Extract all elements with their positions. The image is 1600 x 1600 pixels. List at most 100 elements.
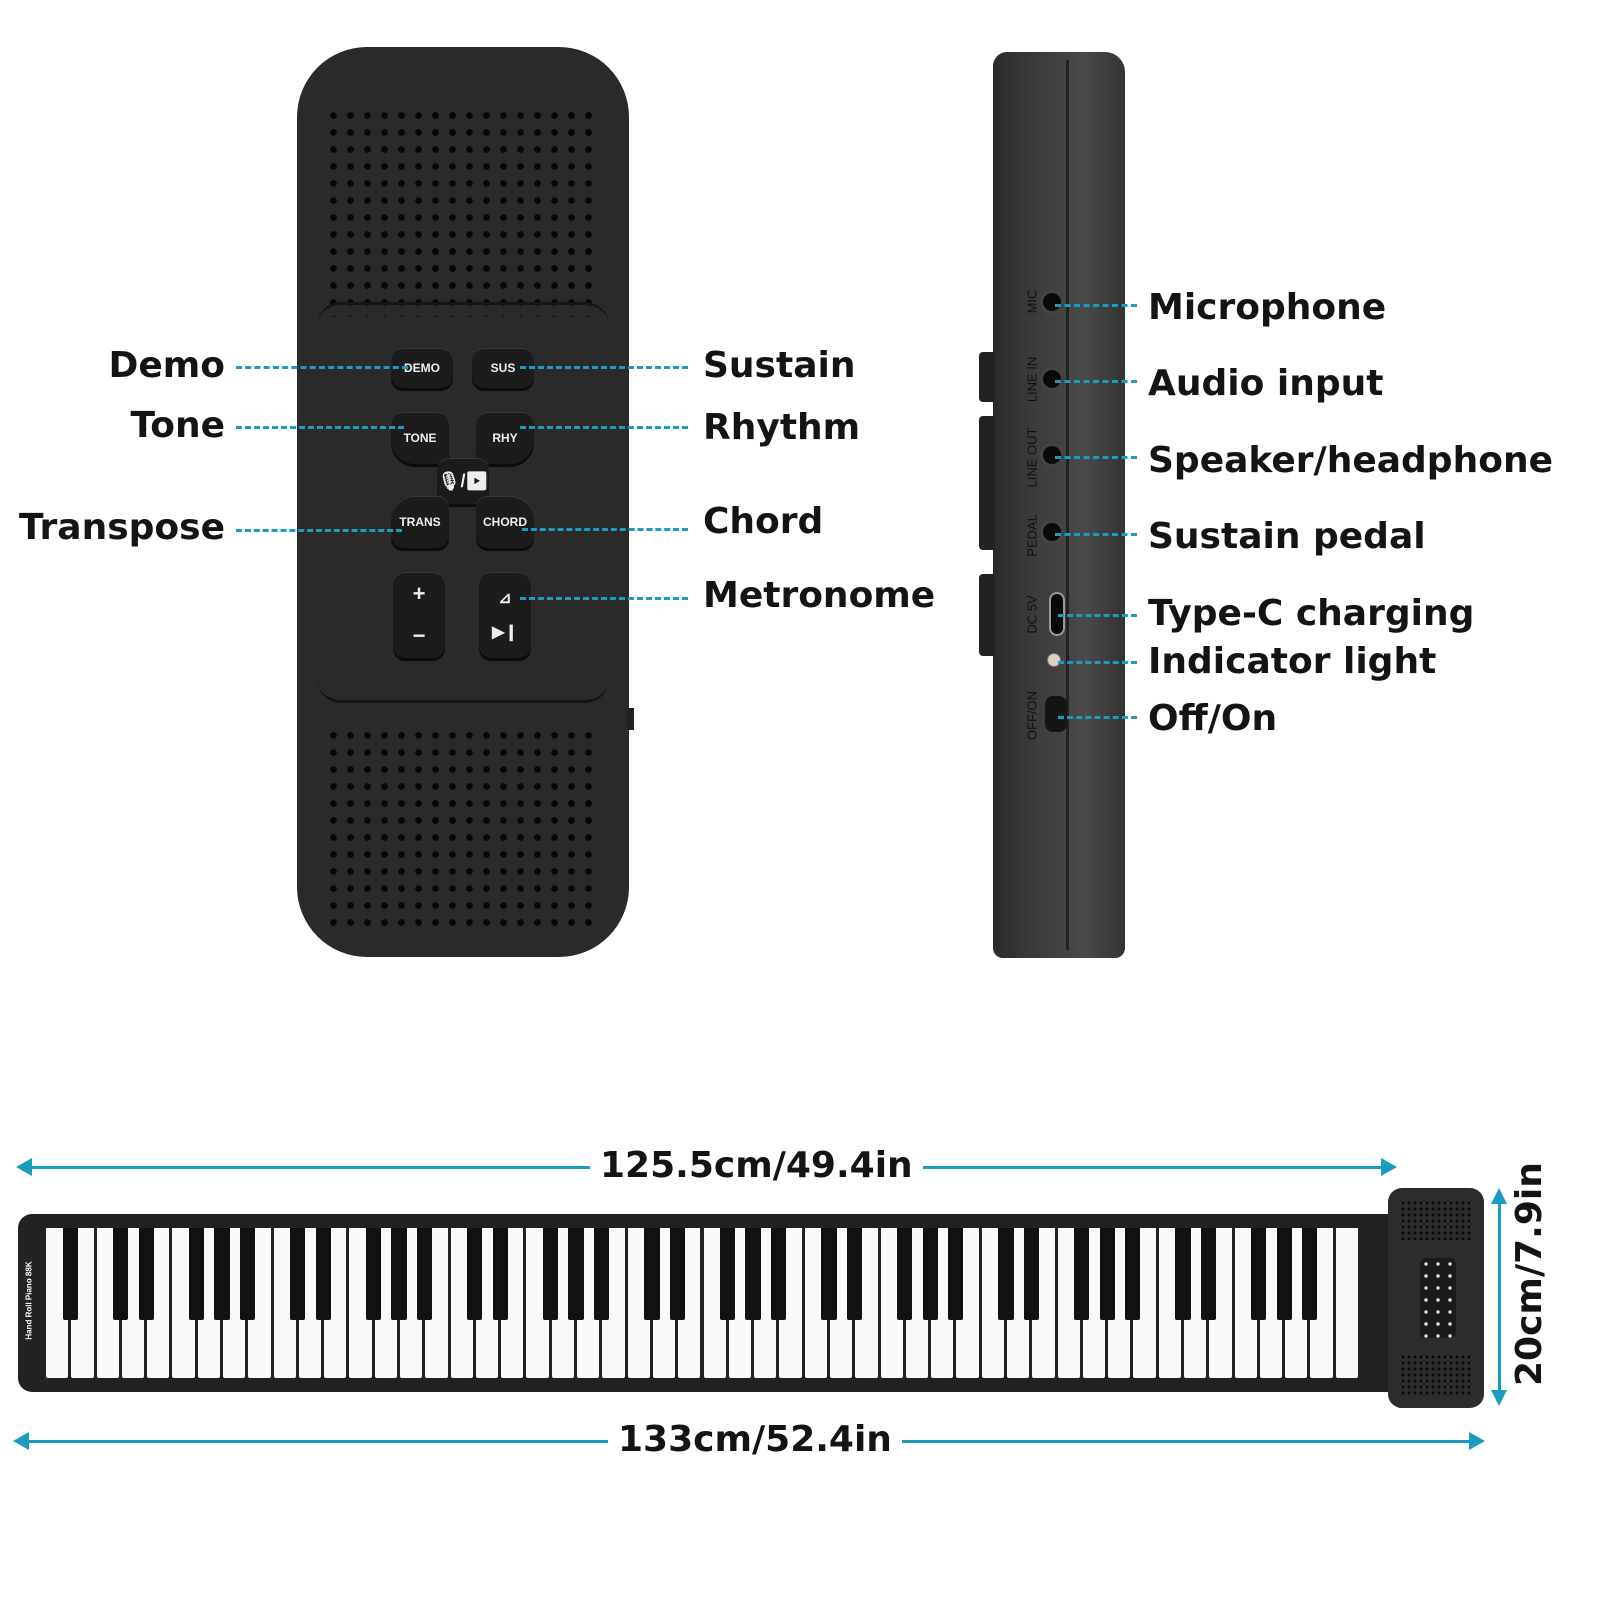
label-off-on: Off/On [1148, 698, 1278, 739]
black-key[interactable] [821, 1228, 837, 1320]
divider [317, 302, 609, 326]
speaker-grille [1400, 1354, 1472, 1396]
black-key[interactable] [1099, 1228, 1115, 1320]
record-play-button[interactable]: 🎙/▶ [437, 458, 489, 504]
line-out-jack[interactable] [1040, 443, 1064, 467]
black-key[interactable] [1276, 1228, 1292, 1320]
speaker-grille [1400, 1200, 1472, 1240]
rhythm-button[interactable]: RHY [476, 412, 534, 464]
leader-line [1058, 614, 1137, 617]
mic-jack[interactable] [1040, 290, 1064, 314]
black-key[interactable] [62, 1228, 78, 1320]
black-key[interactable] [720, 1228, 736, 1320]
black-key[interactable] [290, 1228, 306, 1320]
black-key[interactable] [669, 1228, 685, 1320]
black-key[interactable] [467, 1228, 483, 1320]
black-key[interactable] [543, 1228, 559, 1320]
dimension-arrow-width [1498, 1202, 1501, 1394]
label-indicator-light: Indicator light [1148, 641, 1437, 682]
leader-line [520, 597, 688, 600]
label-demo: Demo [108, 345, 225, 386]
black-key[interactable] [189, 1228, 205, 1320]
label-chord: Chord [703, 501, 824, 542]
black-key[interactable] [568, 1228, 584, 1320]
label-microphone: Microphone [1148, 287, 1387, 328]
label-speaker-headphone: Speaker/headphone [1148, 440, 1553, 481]
black-key[interactable] [1175, 1228, 1191, 1320]
side-button [979, 352, 995, 402]
dimension-total-length: 133cm/52.4in [608, 1422, 902, 1458]
leader-line [522, 528, 688, 531]
black-key[interactable] [593, 1228, 609, 1320]
arrowhead-left-icon [13, 1432, 29, 1450]
line-in-jack[interactable] [1040, 367, 1064, 391]
black-key[interactable] [113, 1228, 129, 1320]
white-key[interactable] [1335, 1228, 1358, 1378]
black-key[interactable] [366, 1228, 382, 1320]
leader-line [236, 366, 408, 369]
leader-line [1055, 304, 1137, 307]
leader-line [520, 426, 688, 429]
black-key[interactable] [416, 1228, 432, 1320]
pedal-jack[interactable] [1040, 520, 1064, 544]
metronome-play-button[interactable]: ⊿ ▶❙ [479, 572, 531, 658]
black-key[interactable] [644, 1228, 660, 1320]
black-key[interactable] [922, 1228, 938, 1320]
speaker-grille-bottom [325, 727, 601, 927]
label-audio-input: Audio input [1148, 363, 1384, 404]
black-key[interactable] [745, 1228, 761, 1320]
black-key[interactable] [1301, 1228, 1317, 1320]
black-key[interactable] [998, 1228, 1014, 1320]
black-key[interactable] [1074, 1228, 1090, 1320]
minus-label: − [412, 623, 426, 648]
arrowhead-left-icon [16, 1158, 32, 1176]
port-label-pedal: PEDAL [1024, 514, 1040, 557]
chord-button[interactable]: CHORD [476, 496, 534, 548]
side-button [979, 416, 995, 550]
black-key[interactable] [1023, 1228, 1039, 1320]
black-key[interactable] [391, 1228, 407, 1320]
control-panel-top-view [297, 47, 629, 957]
side-switch [627, 708, 634, 730]
indicator-light [1047, 653, 1061, 667]
black-key[interactable] [214, 1228, 230, 1320]
label-rhythm: Rhythm [703, 407, 861, 448]
port-label-mic: MIC [1024, 289, 1040, 314]
black-key[interactable] [239, 1228, 255, 1320]
keyboard-control-box [1388, 1188, 1484, 1408]
arrowhead-up-icon [1491, 1188, 1507, 1204]
leader-line [1058, 716, 1137, 719]
black-key[interactable] [897, 1228, 913, 1320]
port-label-line-in: LINE IN [1024, 356, 1040, 403]
dimension-width: 20cm/7.9in [1509, 1162, 1550, 1386]
divider [317, 679, 609, 703]
transpose-button[interactable]: TRANS [391, 496, 449, 548]
black-key[interactable] [1200, 1228, 1216, 1320]
black-key[interactable] [770, 1228, 786, 1320]
black-key[interactable] [315, 1228, 331, 1320]
label-type-c-charging: Type-C charging [1148, 593, 1475, 634]
label-tone: Tone [130, 405, 225, 446]
black-key[interactable] [846, 1228, 862, 1320]
plus-minus-button[interactable]: + − [393, 572, 445, 658]
leader-line [1055, 533, 1137, 536]
leader-line [1058, 661, 1137, 664]
black-key[interactable] [947, 1228, 963, 1320]
label-sustain-pedal: Sustain pedal [1148, 516, 1426, 557]
tone-button[interactable]: TONE [391, 412, 449, 464]
black-key[interactable] [1251, 1228, 1267, 1320]
power-switch[interactable] [1045, 696, 1067, 732]
arrowhead-right-icon [1381, 1158, 1397, 1176]
arrowhead-right-icon [1469, 1432, 1485, 1450]
brand-label: Hand Roll Piano 88K [24, 1261, 34, 1340]
black-key[interactable] [138, 1228, 154, 1320]
leader-line [1055, 380, 1137, 383]
mic-play-icon: 🎙/▶ [437, 470, 489, 491]
arrowhead-down-icon [1491, 1390, 1507, 1406]
plus-label: + [412, 581, 426, 606]
label-transpose: Transpose [18, 507, 225, 548]
black-key[interactable] [1124, 1228, 1140, 1320]
leader-line [236, 529, 402, 532]
speaker-grille-top [325, 107, 601, 317]
black-key[interactable] [492, 1228, 508, 1320]
